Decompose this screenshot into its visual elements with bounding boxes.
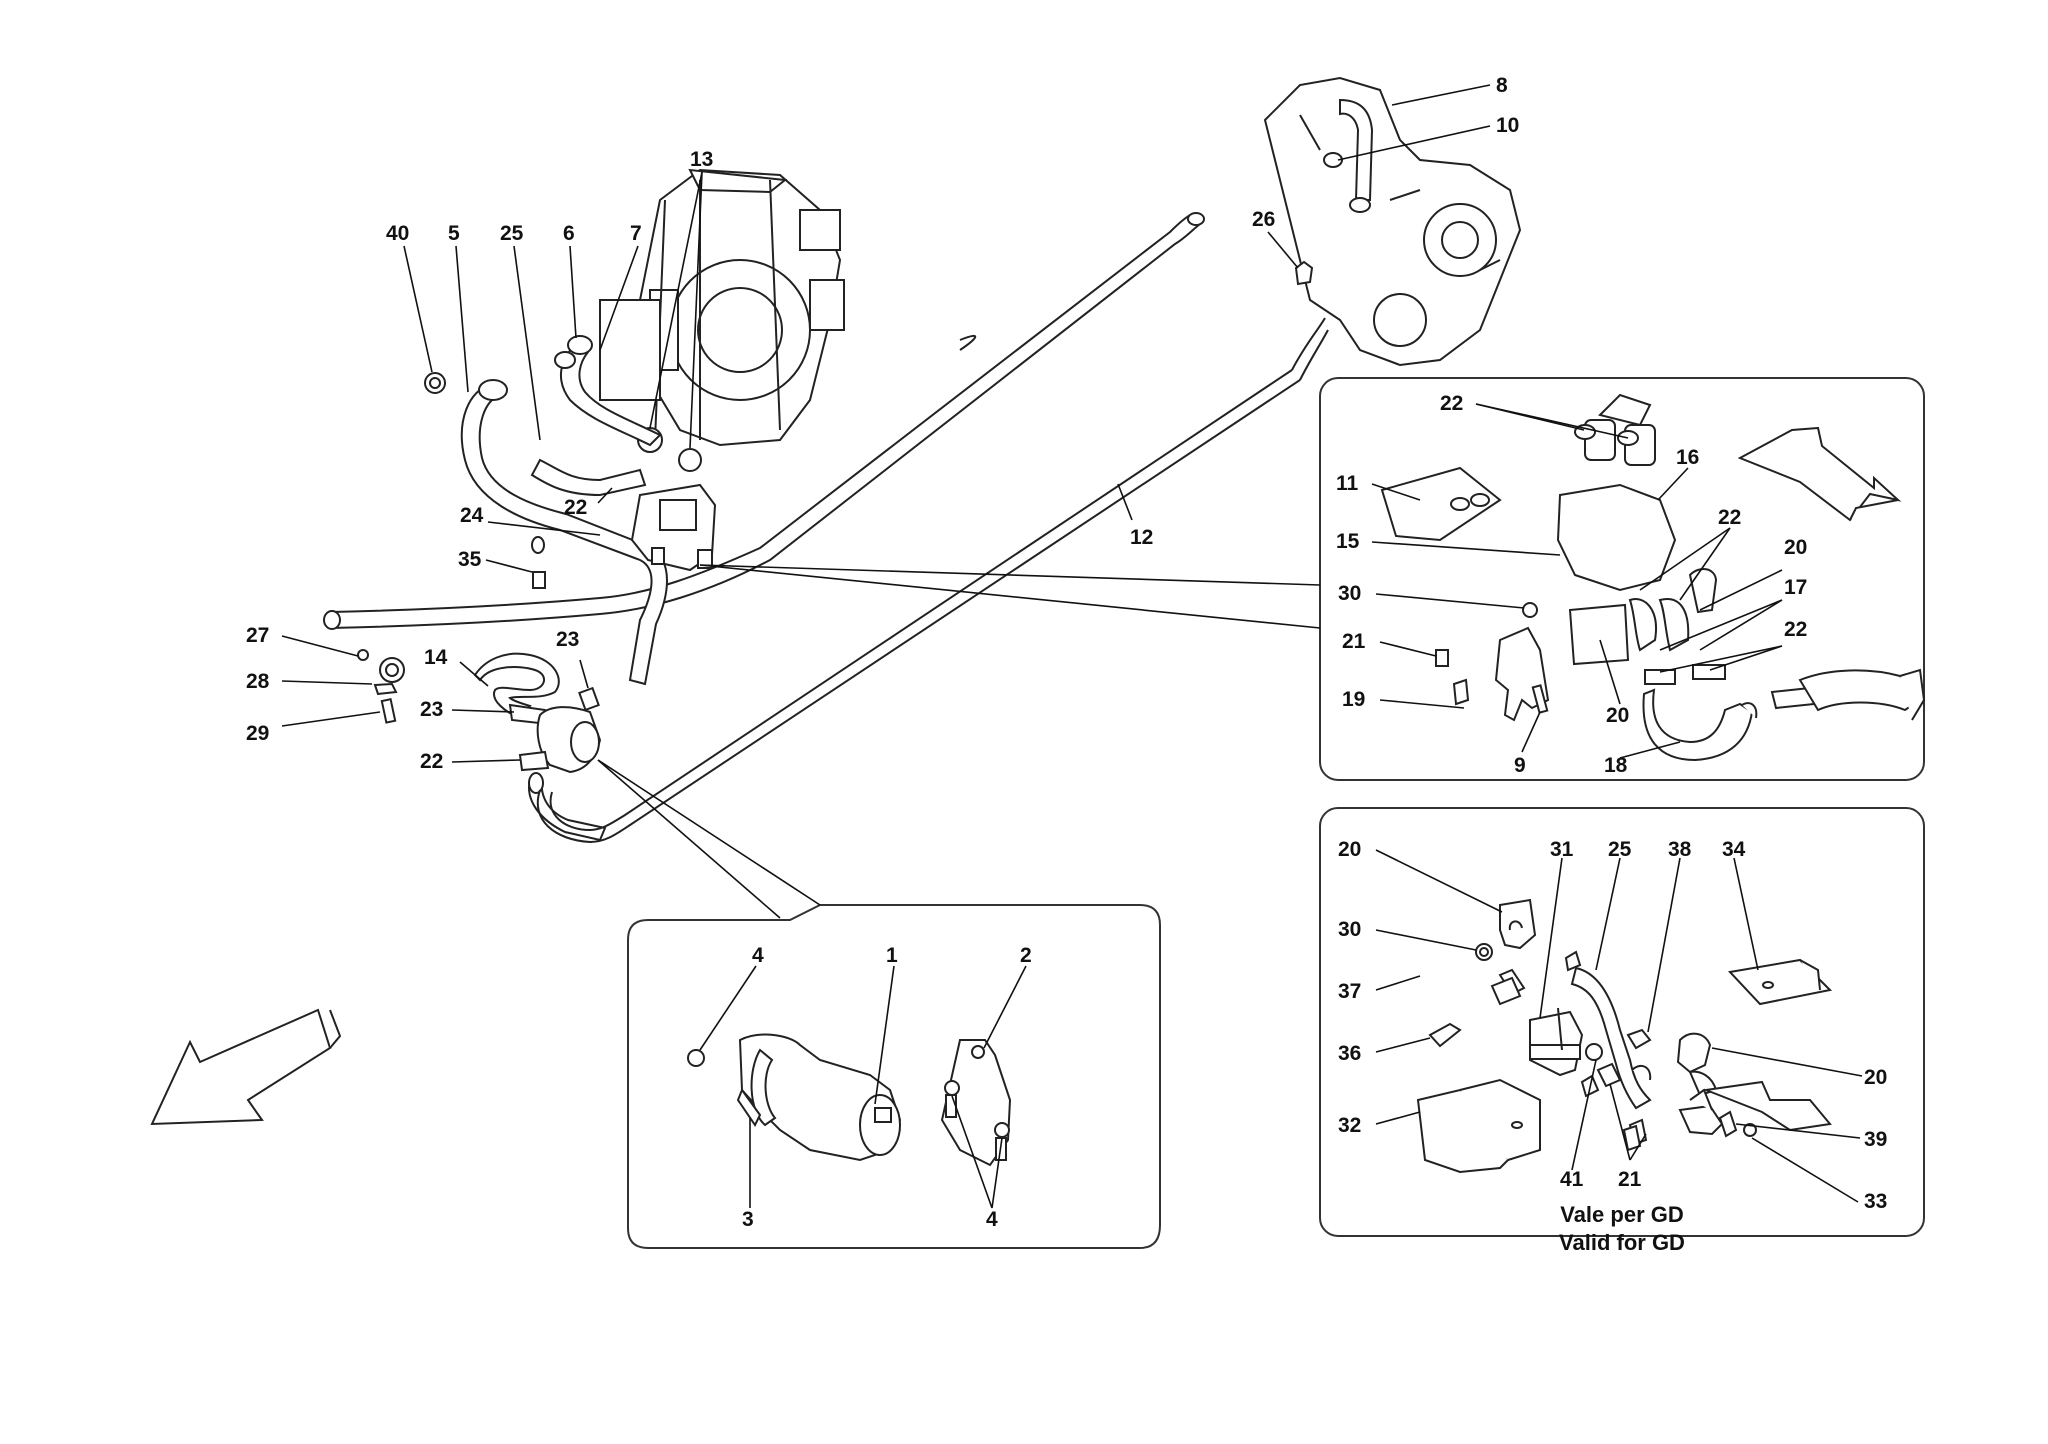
- label-11: 11: [1336, 472, 1359, 495]
- label-28: 28: [246, 670, 270, 693]
- label-31: 31: [1550, 838, 1574, 861]
- label-20: 20: [1338, 838, 1361, 861]
- part-labels: 40 5 25 6 7 13 24 22 35 27 28 29 14 23 2…: [246, 74, 1887, 1231]
- label-21: 21: [1342, 630, 1366, 653]
- label-34: 34: [1722, 838, 1746, 861]
- main-coolant-pipe: [323, 212, 1205, 630]
- label-30: 30: [1338, 582, 1361, 605]
- label-24: 24: [460, 504, 484, 527]
- label-22: 22: [1718, 506, 1741, 529]
- label-23: 23: [420, 698, 443, 721]
- label-12: 12: [1130, 526, 1153, 549]
- label-27: 27: [246, 624, 269, 647]
- leader-lines: [281, 84, 1863, 1209]
- inset-valve-detail: [1319, 377, 1926, 781]
- label-29: 29: [246, 722, 269, 745]
- label-40: 40: [386, 222, 409, 245]
- label-4: 4: [986, 1208, 998, 1231]
- inset-gd-detail: [1319, 807, 1925, 1237]
- label-8: 8: [1496, 74, 1508, 97]
- validity-note-en: Valid for GD: [1559, 1230, 1685, 1255]
- label-3: 3: [742, 1208, 754, 1231]
- label-22: 22: [1440, 392, 1463, 415]
- label-15: 15: [1336, 530, 1360, 553]
- label-33: 33: [1864, 1190, 1887, 1213]
- valve-body: [630, 483, 717, 572]
- label-10: 10: [1496, 114, 1519, 137]
- label-26: 26: [1252, 208, 1275, 231]
- engine-block: [599, 168, 845, 472]
- label-22: 22: [420, 750, 443, 773]
- left-hose-cluster: [424, 335, 668, 686]
- validity-note: Vale per GD Valid for GD: [1559, 1202, 1685, 1255]
- label-16: 16: [1676, 446, 1699, 469]
- inset-pump-detail: [627, 904, 1161, 1249]
- label-4: 4: [752, 944, 764, 967]
- pump-assembly: [473, 652, 607, 842]
- label-5: 5: [448, 222, 460, 245]
- label-37: 37: [1338, 980, 1361, 1003]
- label-20: 20: [1784, 536, 1807, 559]
- label-18: 18: [1604, 754, 1628, 777]
- direction-arrow-left: [150, 1008, 342, 1126]
- label-25: 25: [500, 222, 524, 245]
- engine-cover-right: [1263, 76, 1522, 367]
- label-35: 35: [458, 548, 482, 571]
- label-14: 14: [424, 646, 448, 669]
- small-fittings-left: [357, 649, 600, 724]
- label-36: 36: [1338, 1042, 1361, 1065]
- label-1: 1: [886, 944, 898, 967]
- label-19: 19: [1342, 688, 1365, 711]
- lower-pipe: [537, 317, 1329, 844]
- label-38: 38: [1668, 838, 1692, 861]
- label-20: 20: [1606, 704, 1629, 727]
- label-20: 20: [1864, 1066, 1887, 1089]
- label-41: 41: [1560, 1168, 1584, 1191]
- label-22: 22: [1784, 618, 1807, 641]
- label-17: 17: [1784, 576, 1807, 599]
- label-25: 25: [1608, 838, 1632, 861]
- label-32: 32: [1338, 1114, 1361, 1137]
- label-2: 2: [1020, 944, 1032, 967]
- label-23: 23: [556, 628, 579, 651]
- label-39: 39: [1864, 1128, 1887, 1151]
- label-9: 9: [1514, 754, 1526, 777]
- label-21: 21: [1618, 1168, 1642, 1191]
- label-22: 22: [564, 496, 587, 519]
- label-30: 30: [1338, 918, 1361, 941]
- label-6: 6: [563, 222, 575, 245]
- label-7: 7: [630, 222, 642, 245]
- label-13: 13: [690, 148, 713, 171]
- validity-note-it: Vale per GD: [1560, 1202, 1684, 1227]
